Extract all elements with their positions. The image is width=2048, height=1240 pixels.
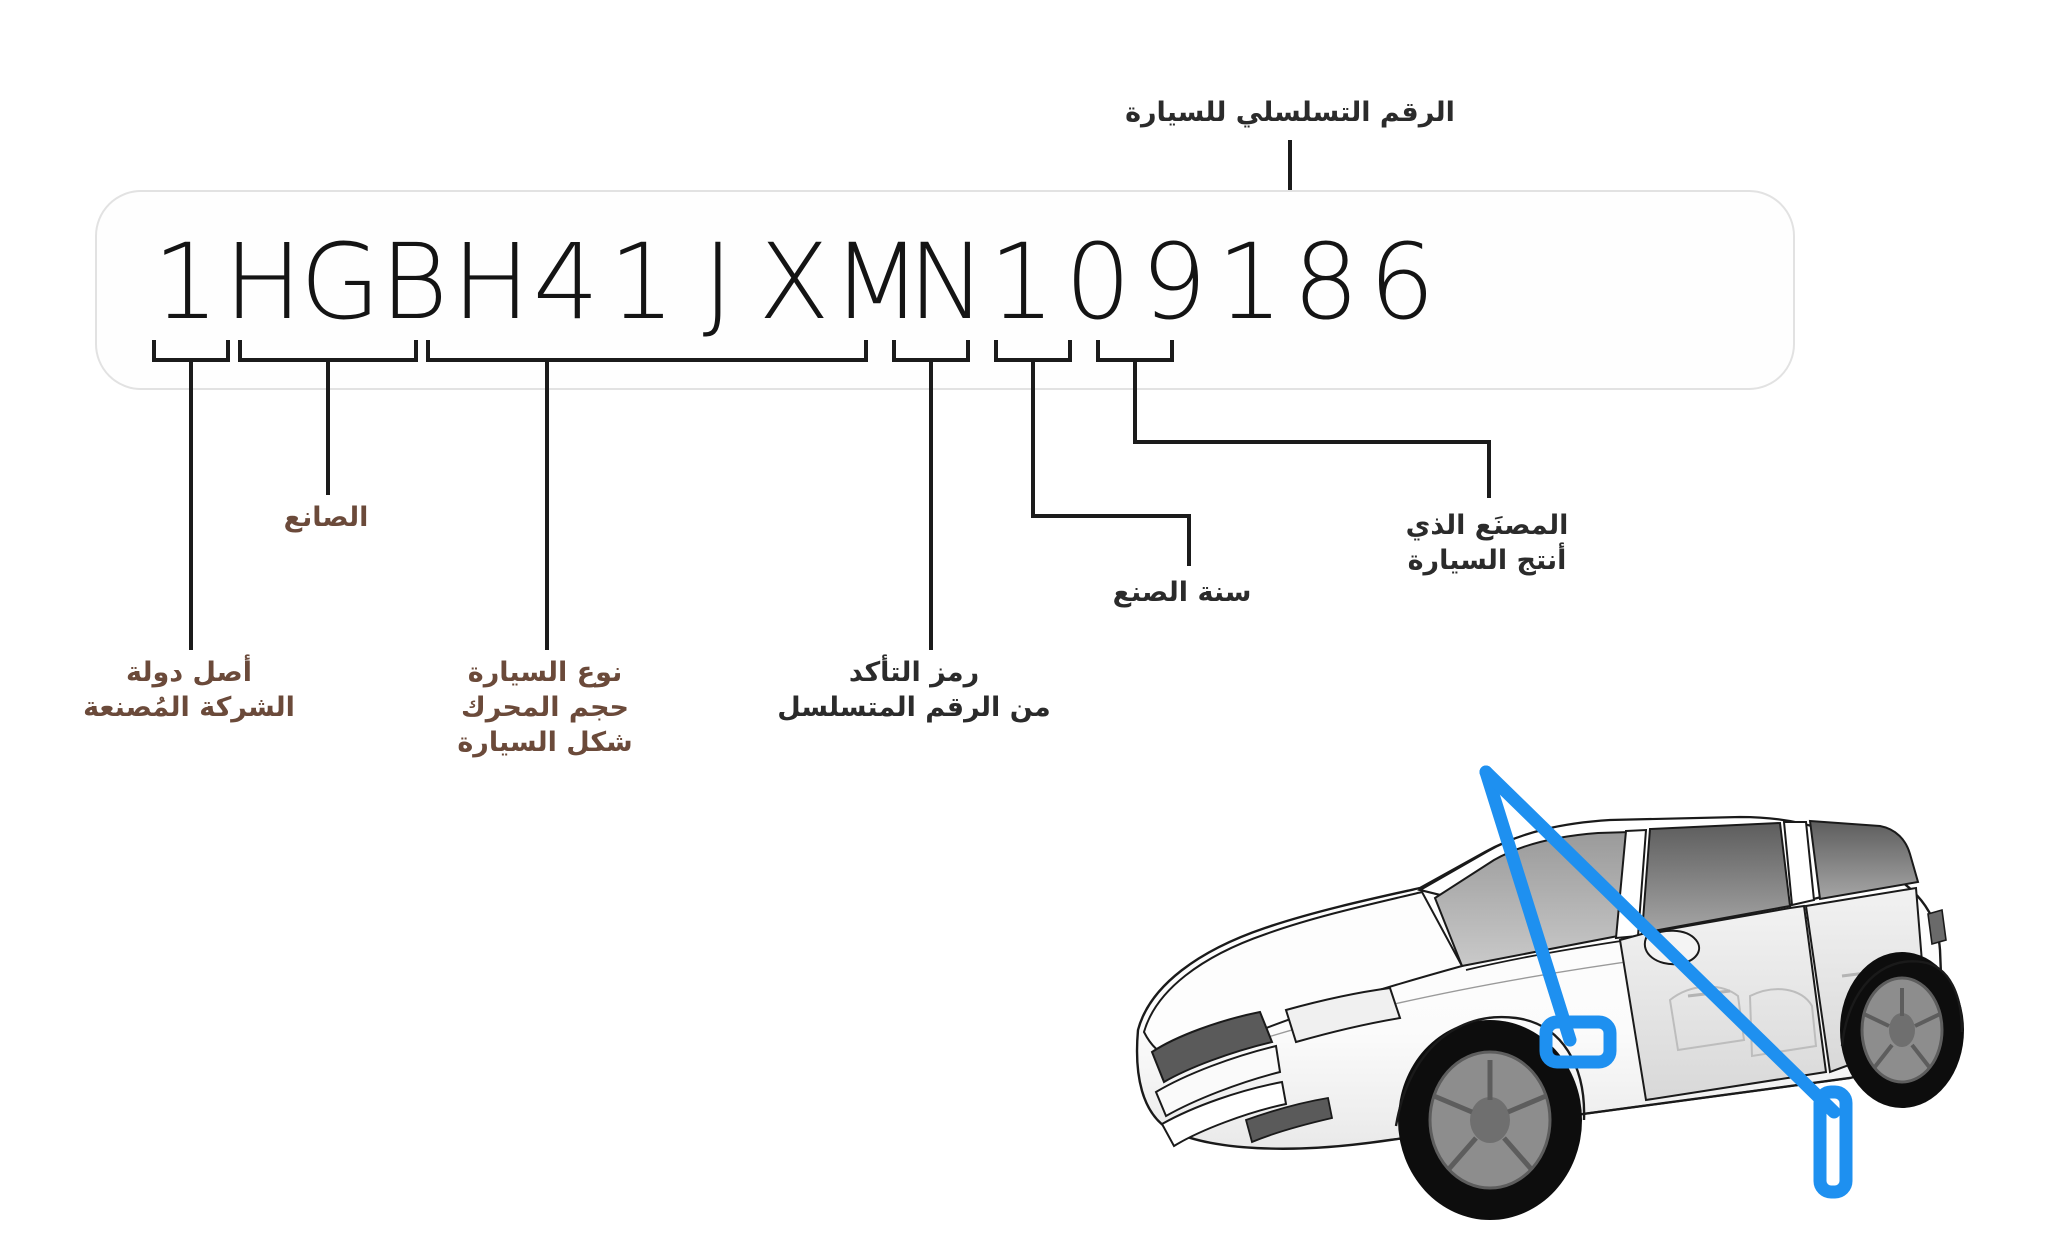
- leader-check-digit: [929, 360, 933, 650]
- leader-model-year-seg2: [1031, 514, 1191, 518]
- vin-location-markers: [1479, 765, 1853, 1199]
- vin-char: H: [452, 221, 531, 343]
- marker-pointer-apex: [1479, 765, 1577, 1047]
- vin-char: X: [758, 221, 830, 343]
- marker-pointer-long: [1479, 765, 1841, 1119]
- vin-string: 1 H G B H 4 1 J X M N 1 0 9 1 8 6: [148, 222, 1768, 342]
- front-wheel: [1398, 1020, 1582, 1220]
- label-check-digit: رمز التأكد من الرقم المتسلسل: [777, 657, 1051, 724]
- bracket-vehicle-attributes: [426, 340, 868, 362]
- vin-char: 4: [532, 221, 600, 343]
- bracket-manufacturer: [238, 340, 418, 362]
- vin-char: N: [908, 221, 986, 343]
- vin-char: J: [702, 221, 734, 343]
- vin-plate: [95, 190, 1795, 390]
- vin-char: H: [224, 221, 303, 343]
- label-model-year: سنة الصنع: [1112, 577, 1252, 608]
- vin-char: 1: [152, 221, 220, 343]
- leader-serial-vertical: [1288, 140, 1292, 205]
- vin-char: M: [832, 221, 922, 343]
- vin-char: 8: [1292, 221, 1360, 343]
- car-illustration: [1090, 700, 1970, 1220]
- rear-wheel: [1840, 952, 1964, 1108]
- bracket-model-year: [994, 340, 1072, 362]
- leader-assembly-plant-seg3: [1487, 440, 1491, 498]
- vin-char: 1: [1216, 221, 1284, 343]
- label-assembly-plant: المصنَع الذي أنتج السيارة: [1405, 510, 1569, 577]
- leader-vehicle-attributes: [545, 360, 549, 650]
- leader-model-year-seg3: [1187, 514, 1191, 566]
- label-origin-country: أصل دولة الشركة المُصنعة: [83, 657, 295, 724]
- bracket-origin-country: [152, 340, 230, 362]
- door-jamb-vin-marker: [1813, 1085, 1853, 1199]
- bracket-check-digit: [892, 340, 970, 362]
- vin-char: 1: [608, 221, 676, 343]
- label-vehicle-attributes: نوع السيارة حجم المحرك شكل السيارة: [457, 657, 633, 759]
- label-manufacturer: الصانع: [283, 502, 369, 533]
- leader-manufacturer: [326, 360, 330, 495]
- vin-char: 6: [1368, 221, 1436, 343]
- vin-char: 9: [1140, 221, 1208, 343]
- dashboard-vin-marker: [1539, 1015, 1617, 1069]
- vin-char: 0: [1064, 221, 1132, 343]
- leader-assembly-plant-seg2: [1133, 440, 1491, 444]
- vin-char: G: [300, 221, 381, 343]
- bracket-assembly-plant: [1096, 340, 1174, 362]
- leader-assembly-plant-seg1: [1133, 360, 1137, 444]
- vin-char: 1: [988, 221, 1056, 343]
- vin-char: B: [379, 221, 449, 343]
- leader-model-year-seg1: [1031, 360, 1035, 518]
- serial-number-title: الرقم التسلسلي للسيارة: [1125, 97, 1455, 128]
- leader-origin-country: [189, 360, 193, 650]
